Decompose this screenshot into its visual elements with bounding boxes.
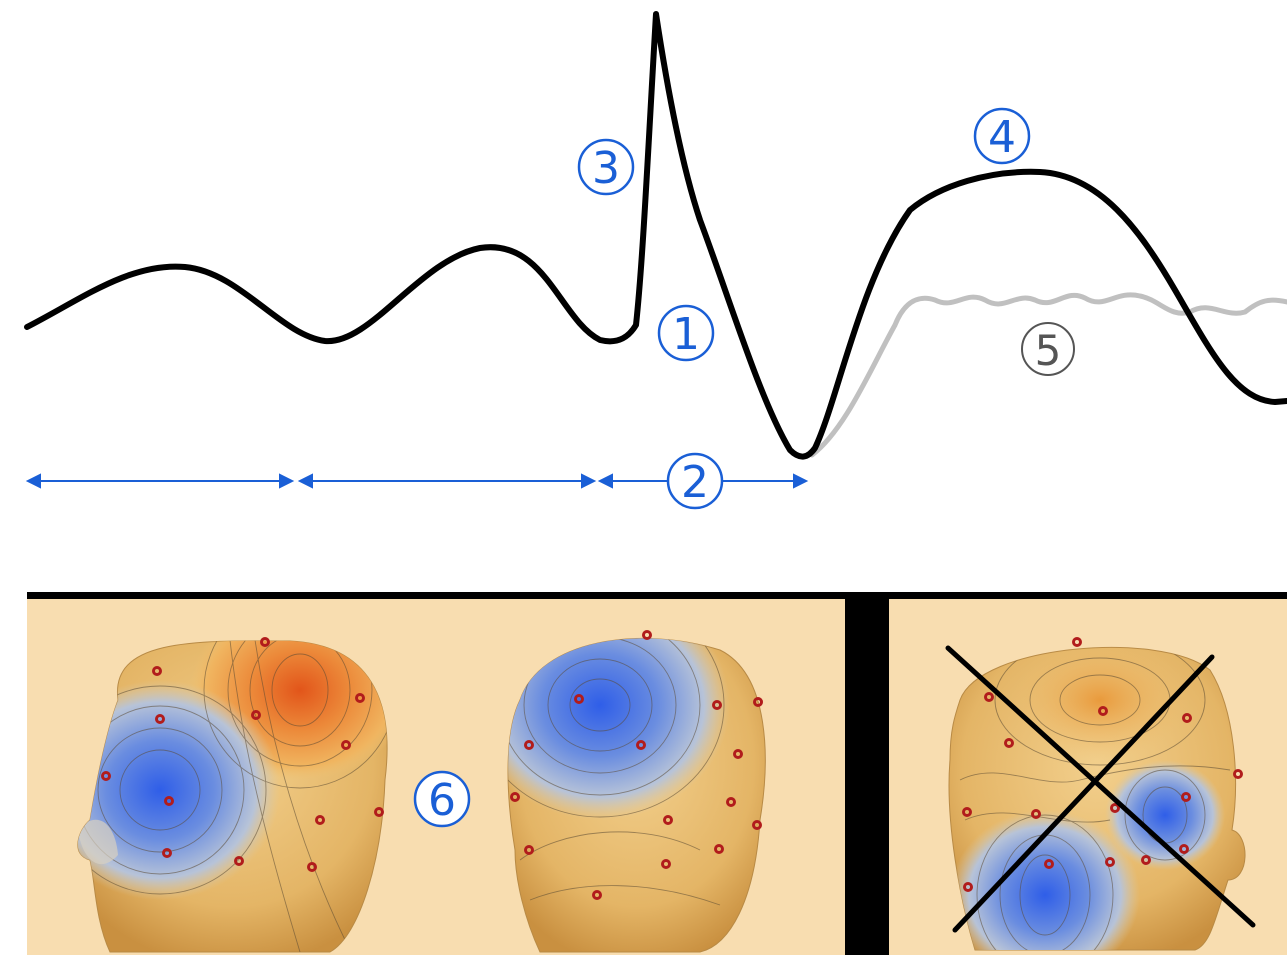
head-rear (945, 637, 1256, 951)
main-waveform (24, 11, 1287, 460)
electrodes (962, 637, 1243, 892)
interval-a (25, 473, 295, 489)
alternate-waveform (809, 292, 1287, 458)
waveform-region: 1 2 3 4 5 (24, 11, 1287, 510)
rejection-cross (945, 645, 1256, 933)
panels-top-border (27, 592, 1287, 599)
marker-4-label: 4 (988, 112, 1016, 163)
marker-3-label: 3 (592, 143, 620, 194)
panel-divider (845, 599, 889, 955)
marker-3: 3 (577, 138, 635, 196)
marker-4: 4 (973, 107, 1031, 165)
marker-2: 2 (666, 452, 724, 510)
marker-5: 5 (1021, 322, 1075, 376)
marker-6-label: 6 (428, 775, 456, 826)
marker-1: 1 (657, 304, 715, 362)
marker-6: 6 (413, 770, 471, 828)
electrodes (510, 630, 763, 900)
marker-5-label: 5 (1035, 326, 1062, 375)
marker-2-label: 2 (681, 457, 709, 508)
marker-1-label: 1 (672, 309, 700, 360)
interval-c (597, 473, 809, 489)
head-panels: 6 (27, 592, 1287, 955)
interval-b (297, 473, 597, 489)
electrodes (101, 637, 384, 872)
